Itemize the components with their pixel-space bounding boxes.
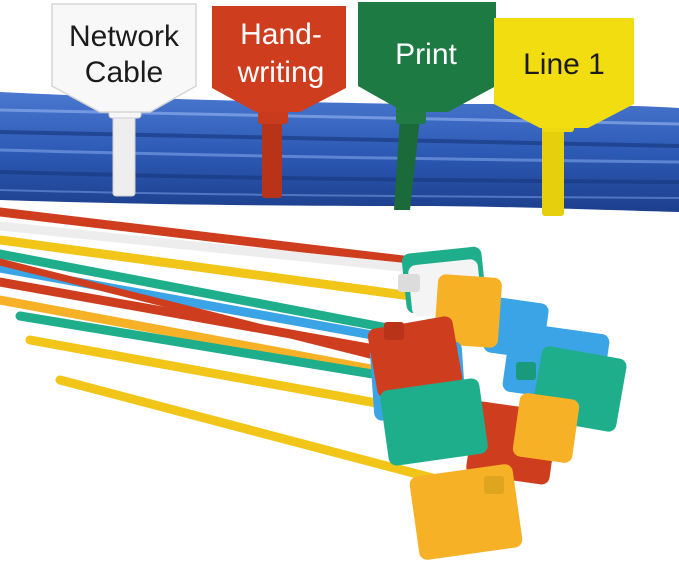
- tag-label-network: Network: [69, 20, 180, 53]
- white-marker-tie: Network Cable: [51, 3, 197, 197]
- red-marker-tie: Hand- writing: [212, 6, 346, 198]
- tag-label-cable: Cable: [85, 56, 163, 89]
- tag-label-hand: Hand-: [240, 18, 322, 51]
- yellow-marker-tie: Line 1: [494, 18, 634, 216]
- tag-label-line1: Line 1: [523, 48, 605, 81]
- loose-marker-ties: [0, 207, 627, 560]
- tag-label-writing: writing: [237, 56, 325, 89]
- tag-label-print: Print: [395, 38, 457, 71]
- green-marker-tie: Print: [358, 2, 496, 210]
